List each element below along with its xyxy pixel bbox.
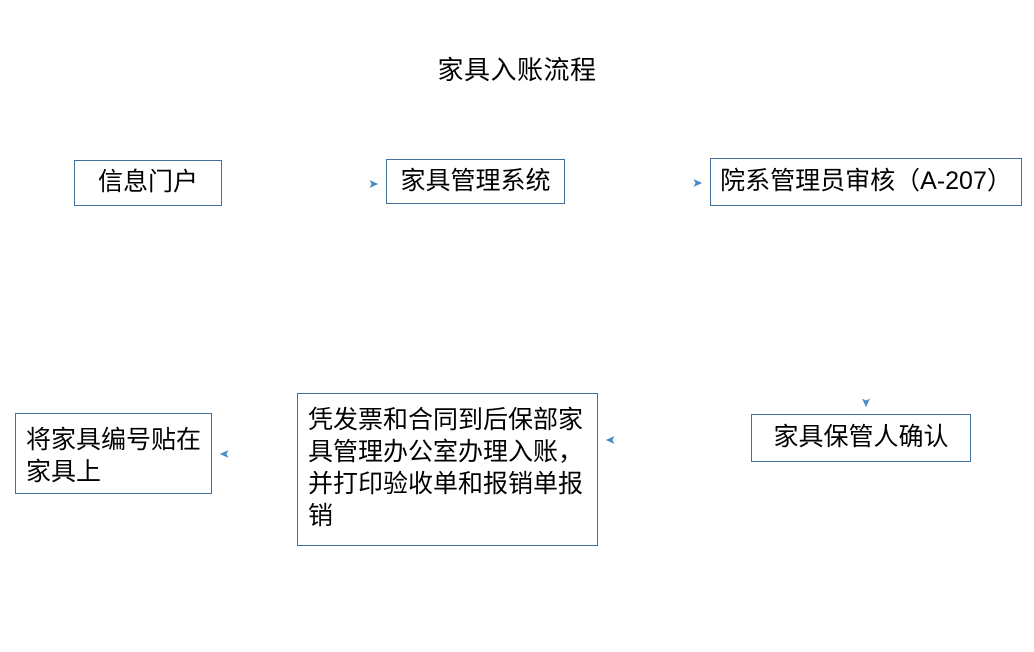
node-furniture-management-system[interactable]: 家具管理系统 — [386, 159, 565, 204]
node-label: 将家具编号贴在家具上 — [26, 426, 202, 486]
node-register-with-invoice-and-contract[interactable]: 凭发票和合同到后保部家具管理办公室办理入账，并打印验收单和报销单报销 — [297, 393, 598, 546]
node-information-portal[interactable]: 信息门户 — [74, 160, 222, 206]
node-department-admin-review[interactable]: 院系管理员审核（A-207） — [710, 158, 1022, 206]
node-label: 凭发票和合同到后保部家具管理办公室办理入账，并打印验收单和报销单报销 — [308, 406, 584, 530]
node-label: 信息门户 — [97, 168, 198, 197]
node-attach-furniture-number-label[interactable]: 将家具编号贴在家具上 — [15, 413, 212, 494]
node-label: 院系管理员审核（A-207） — [720, 167, 1012, 196]
page-title: 家具入账流程 — [437, 55, 597, 85]
node-furniture-custodian-confirm[interactable]: 家具保管人确认 — [751, 414, 971, 462]
node-label: 家具管理系统 — [400, 166, 551, 195]
node-label: 家具保管人确认 — [773, 423, 949, 452]
